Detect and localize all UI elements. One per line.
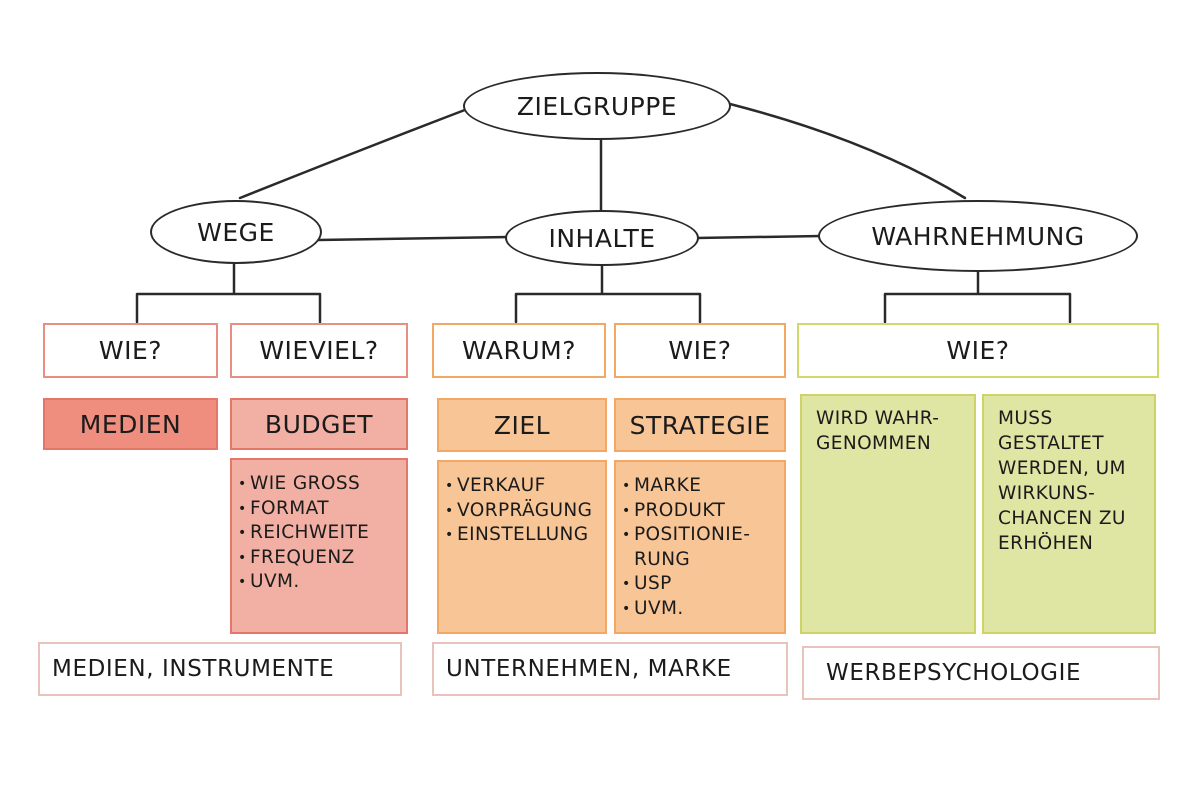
strategie-list: •MARKE •PRODUKT •POSITIONIE- RUNG •USP •… <box>614 460 786 634</box>
text-box-wahrgenommen: WIRD WAHR- GENOMMEN <box>800 394 976 634</box>
ellipse-wege: WEGE <box>150 200 322 264</box>
question-box-inhalte-warum: WARUM? <box>432 323 606 378</box>
question-wahrnehmung-wie: WIE? <box>946 336 1010 365</box>
question-inhalte-warum: WARUM? <box>462 336 576 365</box>
answer-budget: BUDGET <box>264 409 374 439</box>
ziel-list: •VERKAUF •VORPRÄGUNG •EINSTELLUNG <box>437 460 607 634</box>
list-item: •FORMAT <box>238 497 329 519</box>
question-wege-wie: WIE? <box>98 336 163 365</box>
connector-wege-inhalte <box>316 235 512 242</box>
list-item: •VORPRÄGUNG <box>445 499 593 521</box>
ellipse-inhalte: INHALTE <box>505 210 699 266</box>
question-box-wahrnehmung-wie: WIE? <box>797 323 1159 378</box>
question-box-wege-wie: WIE? <box>43 323 218 378</box>
answer-box-budget: BUDGET <box>230 398 408 450</box>
footer-inhalte-label: UNTERNEHMEN, MARKE <box>446 656 732 682</box>
answer-ziel: ZIEL <box>493 410 551 440</box>
connector-inhalte-wahrnehmung <box>694 234 824 240</box>
answer-strategie: STRATEGIE <box>629 410 771 440</box>
connector-wege-split <box>135 256 322 324</box>
label-wahrnehmung: WAHRNEHMUNG <box>871 221 1085 251</box>
answer-box-medien: MEDIEN <box>43 398 218 450</box>
list-item: •FREQUENZ <box>238 546 355 568</box>
footer-inhalte: UNTERNEHMEN, MARKE <box>432 642 788 696</box>
label-inhalte: INHALTE <box>548 223 656 253</box>
question-box-wege-wieviel: WIEVIEL? <box>230 323 408 378</box>
budget-list: •WIE GROSS •FORMAT •REICHWEITE •FREQUENZ… <box>230 458 408 634</box>
connector-root-wege <box>238 106 472 200</box>
footer-wahrnehmung-label: WERBEPSYCHOLOGIE <box>826 660 1082 686</box>
connector-root-wahrnehmung <box>728 102 967 200</box>
question-box-inhalte-wie: WIE? <box>614 323 786 378</box>
list-item: •MARKE <box>622 475 702 496</box>
ellipse-zielgruppe: ZIELGRUPPE <box>463 72 731 140</box>
footer-wahrnehmung: WERBEPSYCHOLOGIE <box>802 646 1160 700</box>
question-wege-wieviel: WIEVIEL? <box>259 336 379 365</box>
list-item: •UVM. <box>622 597 684 619</box>
list-item: •POSITIONIE- RUNG <box>622 524 751 570</box>
list-item: •UVM. <box>238 571 300 592</box>
text-box-gestaltet: MUSS GESTALTET WERDEN, UM WIRKUNS- CHANC… <box>982 394 1156 634</box>
list-item: •VERKAUF <box>445 475 546 496</box>
list-item: •PRODUKT <box>622 499 726 521</box>
list-item: •WIE GROSS <box>238 473 361 494</box>
connector-inhalte-split <box>514 256 702 324</box>
label-zielgruppe: ZIELGRUPPE <box>516 91 678 121</box>
list-item: •USP <box>622 573 672 594</box>
footer-wege: MEDIEN, INSTRUMENTE <box>38 642 402 696</box>
label-wege: WEGE <box>197 217 275 247</box>
footer-wege-label: MEDIEN, INSTRUMENTE <box>52 656 335 682</box>
question-inhalte-wie: WIE? <box>668 336 732 365</box>
answer-box-strategie: STRATEGIE <box>614 398 786 452</box>
answer-medien: MEDIEN <box>79 409 182 439</box>
connector-wahrnehmung-split <box>883 262 1072 324</box>
list-item: •EINSTELLUNG <box>445 524 589 545</box>
ellipse-wahrnehmung: WAHRNEHMUNG <box>818 200 1138 272</box>
answer-box-ziel: ZIEL <box>437 398 607 452</box>
list-item: •REICHWEITE <box>238 522 370 543</box>
